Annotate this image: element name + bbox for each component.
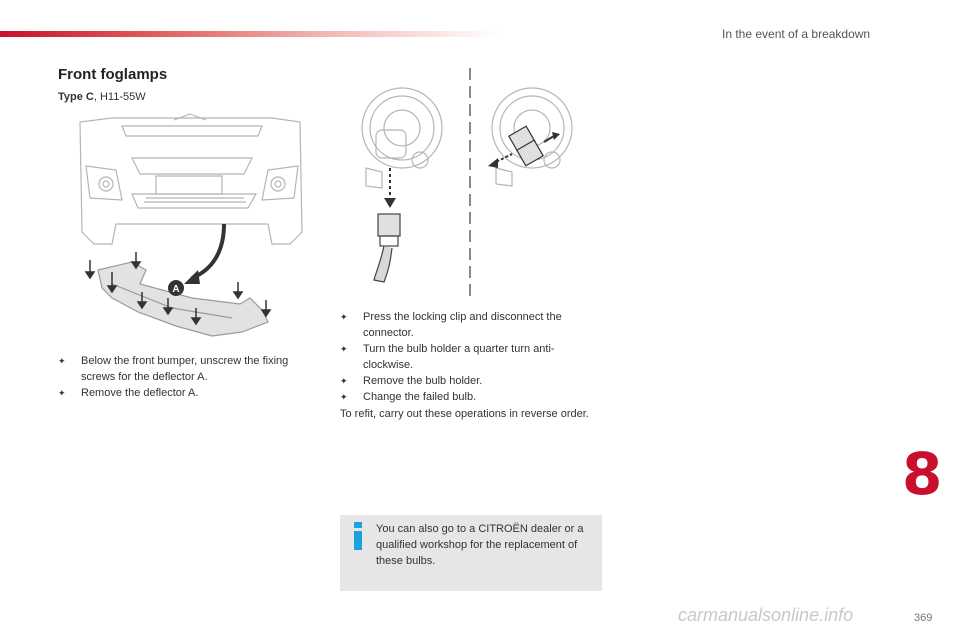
header-accent-bar <box>0 31 500 37</box>
bumper-deflector-illustration: A <box>72 112 312 344</box>
page-number: 369 <box>914 612 933 624</box>
section-title: Front foglamps <box>58 66 168 83</box>
refit-note: To refit, carry out these operations in … <box>340 408 589 420</box>
step-text: Turn the bulb holder a quarter turn anti… <box>363 343 555 371</box>
info-text: You can also go to a CITROËN dealer or a… <box>376 523 584 567</box>
bullet-icon: ✦ <box>340 376 348 386</box>
bulb-type-spec: , H11-55W <box>93 91 146 103</box>
watermark: carmanualsonline.info <box>678 605 854 625</box>
list-item: ✦ Turn the bulb holder a quarter turn ant… <box>340 341 598 373</box>
list-item: ✦ Press the locking clip and disconnect t… <box>340 309 598 341</box>
info-box: You can also go to a CITROËN dealer or a… <box>340 515 602 591</box>
bulb-type-label: Type C <box>58 91 94 103</box>
foglamp-connector-illustration <box>340 68 602 300</box>
bulb-type-line: Type C, H11-55W <box>58 91 146 103</box>
step-text: Below the front bumper, unscrew the fixi… <box>81 355 289 383</box>
deflector-steps-list: ✦ Below the front bumper, unscrew the fix… <box>58 353 320 401</box>
step-text: Change the failed bulb. <box>363 391 477 403</box>
step-text: Remove the bulb holder. <box>363 375 483 387</box>
deflector-callout-label: A <box>172 284 179 295</box>
step-text: Press the locking clip and disconnect th… <box>363 311 562 339</box>
chapter-title: In the event of a breakdown <box>722 27 871 41</box>
bulb-steps-list: ✦ Press the locking clip and disconnect t… <box>340 309 598 405</box>
list-item: ✦ Change the failed bulb. <box>340 389 598 405</box>
list-item: ✦ Below the front bumper, unscrew the fix… <box>58 353 320 385</box>
bullet-icon: ✦ <box>340 344 348 354</box>
bullet-icon: ✦ <box>340 312 348 322</box>
chapter-number: 8 <box>902 440 943 508</box>
bullet-icon: ✦ <box>58 356 66 366</box>
step-text: Remove the deflector A. <box>81 387 199 399</box>
list-item: ✦ Remove the deflector A. <box>58 385 320 401</box>
info-icon <box>354 522 362 550</box>
bullet-icon: ✦ <box>340 392 348 402</box>
bullet-icon: ✦ <box>58 388 66 398</box>
list-item: ✦ Remove the bulb holder. <box>340 373 598 389</box>
